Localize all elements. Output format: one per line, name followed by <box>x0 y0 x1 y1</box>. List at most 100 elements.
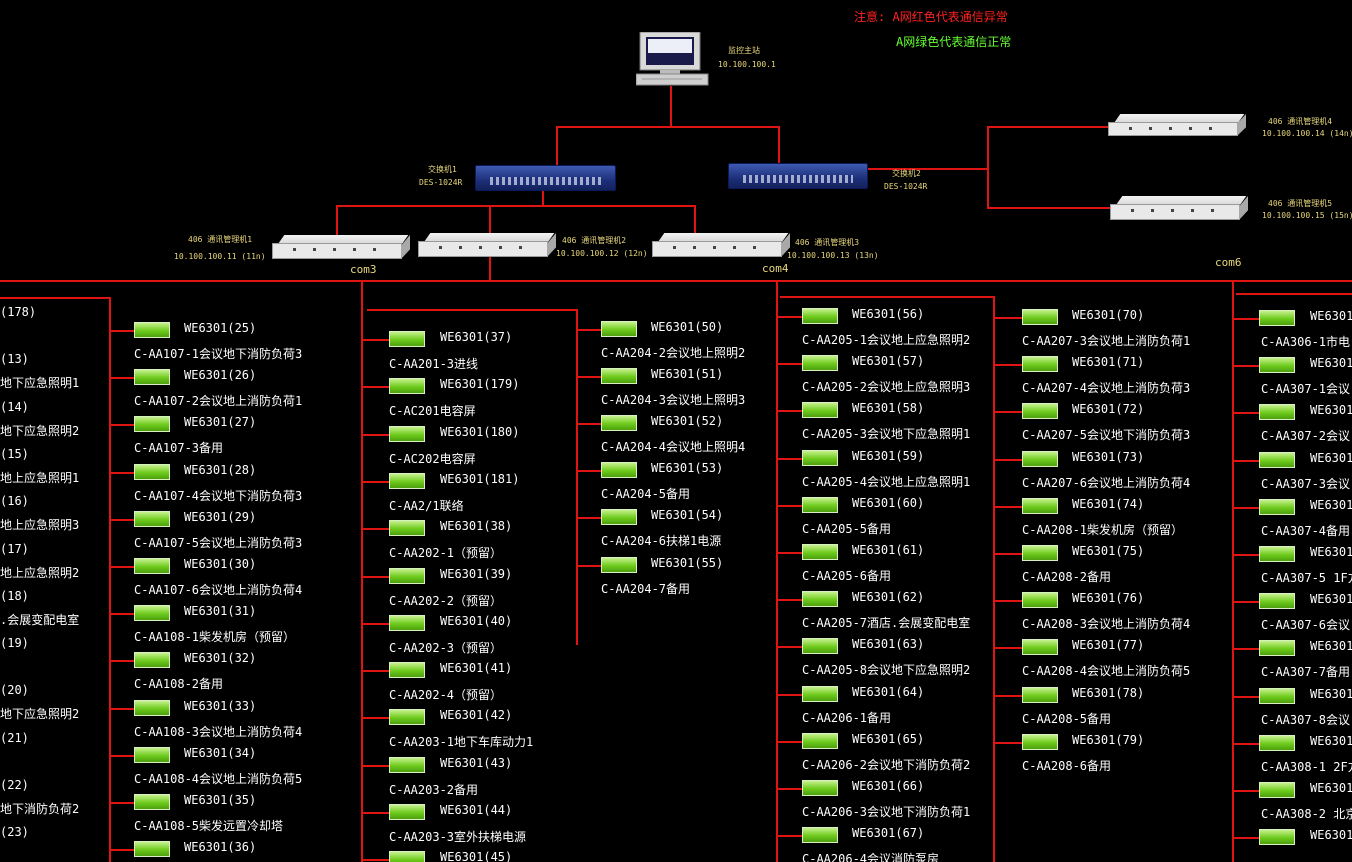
device-status-indicator[interactable] <box>389 568 425 584</box>
device-status-indicator[interactable] <box>1259 546 1295 562</box>
device-status-indicator[interactable] <box>389 378 425 394</box>
device-description: C-AA205-2会议地上应急照明3 <box>802 380 971 394</box>
device-status-indicator[interactable] <box>389 331 425 347</box>
device-status-indicator[interactable] <box>1022 356 1058 372</box>
device-status-indicator[interactable] <box>1259 404 1295 420</box>
device-status-indicator[interactable] <box>802 686 838 702</box>
device-status-indicator[interactable] <box>134 322 170 338</box>
device-status-indicator[interactable] <box>601 462 637 478</box>
device-id: WE6301(70) <box>1072 308 1145 322</box>
switch-1-model: DES-1024R <box>419 178 463 187</box>
device-status-indicator[interactable] <box>134 369 170 385</box>
switch-2-icon[interactable] <box>728 163 868 189</box>
device-status-indicator[interactable] <box>389 804 425 820</box>
manager-1-ip: 10.100.100.11 (11n) <box>174 252 266 261</box>
device-status-indicator[interactable] <box>1022 639 1058 655</box>
device-id: WE6301(55) <box>651 556 724 570</box>
device-status-indicator[interactable] <box>1259 782 1295 798</box>
device-id: WE6301 <box>1310 828 1352 842</box>
device-status-indicator[interactable] <box>802 450 838 466</box>
device-status-indicator[interactable] <box>802 638 838 654</box>
device-status-indicator[interactable] <box>1259 310 1295 326</box>
device-status-indicator[interactable] <box>134 558 170 574</box>
device-status-indicator[interactable] <box>389 662 425 678</box>
device-status-indicator[interactable] <box>134 747 170 763</box>
device-status-indicator[interactable] <box>389 520 425 536</box>
switch-2-model: DES-1024R <box>884 182 928 191</box>
device-status-indicator[interactable] <box>802 355 838 371</box>
device-status-indicator[interactable] <box>134 605 170 621</box>
device-status-indicator[interactable] <box>1259 452 1295 468</box>
device-status-indicator[interactable] <box>389 709 425 725</box>
device-status-indicator[interactable] <box>802 402 838 418</box>
device-status-indicator[interactable] <box>802 827 838 843</box>
connector-line <box>109 330 134 332</box>
device-status-indicator[interactable] <box>1259 499 1295 515</box>
device-status-indicator[interactable] <box>601 321 637 337</box>
device-description: C-AA202-1（预留） <box>389 546 503 560</box>
device-id-partial: (22) <box>0 778 29 792</box>
device-status-indicator[interactable] <box>1022 545 1058 561</box>
device-status-indicator[interactable] <box>1022 403 1058 419</box>
connector-line <box>109 613 134 615</box>
switch-1-icon[interactable] <box>475 165 616 191</box>
device-status-indicator[interactable] <box>1259 357 1295 373</box>
device-status-indicator[interactable] <box>134 652 170 668</box>
device-status-indicator[interactable] <box>1022 309 1058 325</box>
device-status-indicator[interactable] <box>389 851 425 862</box>
device-status-indicator[interactable] <box>1259 688 1295 704</box>
device-status-indicator[interactable] <box>134 416 170 432</box>
device-id: WE6301(56) <box>852 307 925 321</box>
connector-line <box>1232 365 1259 367</box>
device-description: C-AA307-3会议 <box>1261 477 1351 491</box>
device-status-indicator[interactable] <box>802 591 838 607</box>
device-description: C-AA208-6备用 <box>1022 759 1112 773</box>
device-status-indicator[interactable] <box>389 615 425 631</box>
connector-line <box>361 765 389 767</box>
device-description: C-AA208-5备用 <box>1022 712 1112 726</box>
device-status-indicator[interactable] <box>601 368 637 384</box>
device-status-indicator[interactable] <box>1259 829 1295 845</box>
device-status-indicator[interactable] <box>1022 498 1058 514</box>
device-status-indicator[interactable] <box>389 757 425 773</box>
device-description: C-AA202-4（预留） <box>389 688 503 702</box>
device-status-indicator[interactable] <box>802 308 838 324</box>
device-status-indicator[interactable] <box>134 700 170 716</box>
device-description: C-AA205-5备用 <box>802 522 892 536</box>
manager-1-icon[interactable] <box>272 235 410 259</box>
device-status-indicator[interactable] <box>601 557 637 573</box>
connector-line <box>361 528 389 530</box>
device-status-indicator[interactable] <box>1022 592 1058 608</box>
device-id: WE6301(58) <box>852 401 925 415</box>
manager-3-icon[interactable] <box>652 233 790 257</box>
device-status-indicator[interactable] <box>134 464 170 480</box>
manager-4-icon[interactable] <box>1108 114 1246 136</box>
device-status-indicator[interactable] <box>802 733 838 749</box>
device-status-indicator[interactable] <box>802 780 838 796</box>
device-status-indicator[interactable] <box>1022 734 1058 750</box>
device-description: C-AA207-5会议地下消防负荷3 <box>1022 428 1191 442</box>
device-status-indicator[interactable] <box>389 473 425 489</box>
host-computer-icon[interactable] <box>635 31 712 86</box>
device-status-indicator[interactable] <box>1259 593 1295 609</box>
device-description: C-AA204-5备用 <box>601 487 691 501</box>
device-status-indicator[interactable] <box>134 511 170 527</box>
device-status-indicator[interactable] <box>1259 640 1295 656</box>
connector-line <box>1232 601 1259 603</box>
device-status-indicator[interactable] <box>601 509 637 525</box>
manager-5-icon[interactable] <box>1110 196 1248 220</box>
manager-2-icon[interactable] <box>418 233 556 257</box>
device-status-indicator[interactable] <box>1022 687 1058 703</box>
device-status-indicator[interactable] <box>1022 451 1058 467</box>
device-status-indicator[interactable] <box>134 841 170 857</box>
device-status-indicator[interactable] <box>601 415 637 431</box>
device-status-indicator[interactable] <box>802 497 838 513</box>
device-id: WE6301(53) <box>651 461 724 475</box>
device-id: WE6301(59) <box>852 449 925 463</box>
device-status-indicator[interactable] <box>802 544 838 560</box>
connector-line <box>576 565 601 567</box>
device-status-indicator[interactable] <box>1259 735 1295 751</box>
device-status-indicator[interactable] <box>389 426 425 442</box>
device-id: WE6301(44) <box>440 803 513 817</box>
device-status-indicator[interactable] <box>134 794 170 810</box>
